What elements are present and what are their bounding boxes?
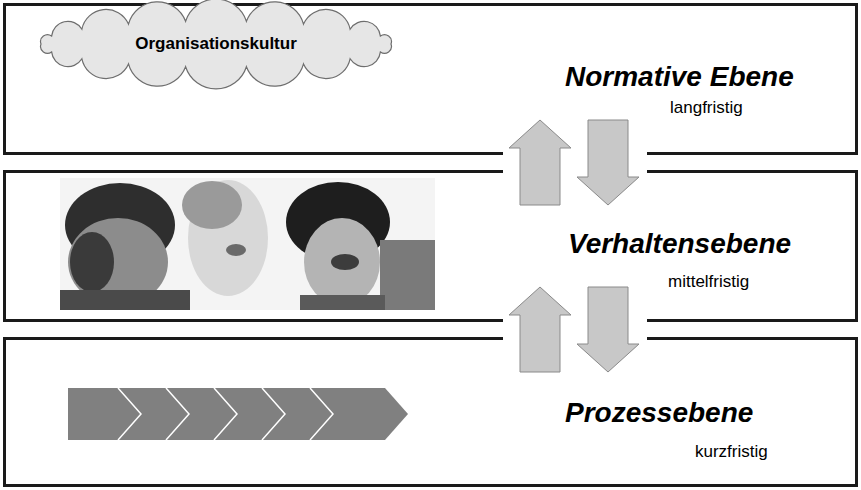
process-arrow <box>68 388 408 440</box>
culture-cloud: Organisationskultur <box>35 15 397 73</box>
photo-collar <box>300 295 385 310</box>
chevron-line <box>118 388 141 440</box>
level-title: Normative Ebene <box>565 61 794 93</box>
chevron-line <box>214 388 237 440</box>
chevron-line <box>166 388 189 440</box>
photo-shoulder <box>60 290 190 310</box>
node-label: Organisationskultur <box>135 34 297 54</box>
down-arrow <box>577 287 639 372</box>
time-horizon: langfristig <box>670 98 743 118</box>
photo-ground <box>60 178 435 310</box>
level-band: Verhaltensebene mittelfristig <box>3 170 858 322</box>
level-title: Verhaltensebene <box>568 228 791 260</box>
time-horizon: kurzfristig <box>695 442 768 462</box>
cloud-outline <box>41 0 392 89</box>
up-arrow <box>509 120 571 205</box>
photo-shadow <box>70 232 114 292</box>
level-band: Normative Ebene langfristig Organisationsk… <box>3 3 858 155</box>
process-chevron <box>68 388 408 440</box>
photo-eye <box>226 244 246 256</box>
level-title: Prozessebene <box>565 397 753 429</box>
time-horizon: mittelfristig <box>668 272 749 292</box>
chevron-line <box>310 388 333 440</box>
down-arrow <box>577 120 639 205</box>
band-outline <box>5 339 857 486</box>
photo-background <box>380 240 435 310</box>
photo-hair <box>182 181 242 229</box>
photo-eye <box>331 254 359 270</box>
up-arrow <box>509 287 571 372</box>
people-photo <box>60 178 435 310</box>
level-band: Prozessebene kurzfristig <box>3 337 858 487</box>
band-outline <box>5 172 857 321</box>
chevron-line <box>262 388 285 440</box>
photo-face <box>304 218 380 306</box>
